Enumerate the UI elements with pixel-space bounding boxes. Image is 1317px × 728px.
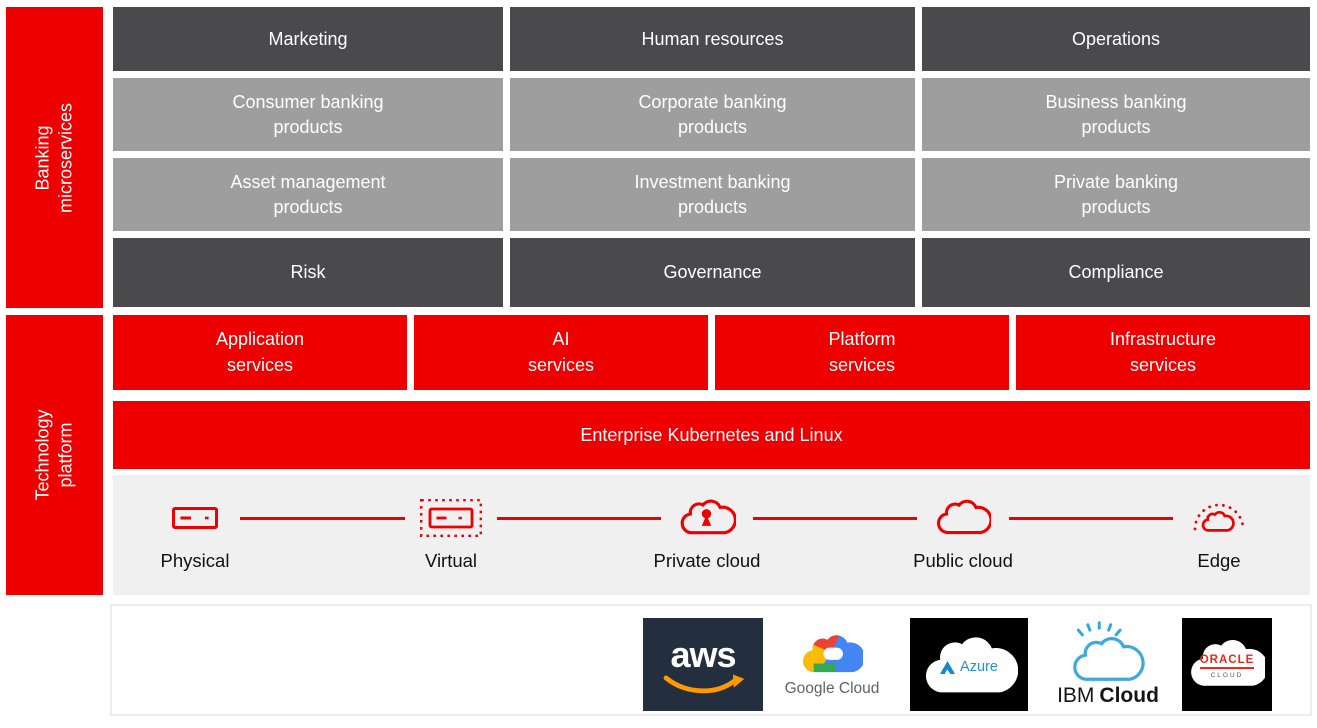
azure-logo: Azure — [910, 618, 1028, 711]
cell-asset-management-products: Asset management products — [113, 158, 503, 231]
cell-consumer-banking-products: Consumer banking products — [113, 78, 503, 151]
footprint-label: Virtual — [424, 550, 478, 571]
connector-line — [1009, 517, 1173, 520]
azure-label: Azure — [960, 659, 998, 675]
public-cloud-icon — [937, 499, 991, 535]
aws-smile-icon — [663, 673, 745, 693]
cell-human-resources: Human resources — [510, 7, 915, 71]
cell-private-banking-products: Private banking products — [922, 158, 1310, 231]
cell-governance: Governance — [510, 238, 915, 307]
banking-sidebar-label: Banking microservices — [32, 102, 76, 213]
oracle-label: ORACLE — [1199, 654, 1255, 669]
box-infrastructure-services: Infrastructure services — [1016, 315, 1310, 390]
cell-operations: Operations — [922, 7, 1310, 71]
cell-investment-banking-products: Investment banking products — [510, 158, 915, 231]
connector-line — [240, 517, 405, 520]
footprint-label: Edge — [1197, 550, 1241, 571]
footprint-edge: Edge — [1144, 491, 1294, 572]
azure-cloud-icon — [925, 637, 1018, 693]
footprint-virtual: Virtual — [376, 491, 526, 572]
technology-sidebar-label: Technology platform — [32, 409, 76, 501]
google-cloud-logo: Google Cloud — [772, 620, 892, 710]
box-application-services: Application services — [113, 315, 407, 390]
kubernetes-linux-bar: Enterprise Kubernetes and Linux — [113, 401, 1310, 469]
footprint-strip: Physical Virtual Private — [113, 475, 1310, 595]
box-ai-services: AI services — [414, 315, 708, 390]
box-platform-services: Platform services — [715, 315, 1009, 390]
google-cloud-label: Google Cloud — [784, 679, 880, 697]
ibm-label-plain: IBM — [1057, 684, 1095, 707]
ibm-cloud-icon — [1073, 621, 1145, 681]
aws-logo: aws — [643, 618, 763, 711]
ibm-label-bold: Cloud — [1099, 684, 1159, 707]
google-cloud-icon — [803, 634, 863, 672]
providers-panel: aws Google — [110, 604, 1312, 716]
services-row: Application services AI services Platfor… — [113, 315, 1310, 390]
banking-grid: Marketing Human resources Operations Con… — [113, 7, 1310, 307]
footprint-private-cloud: Private cloud — [632, 491, 782, 572]
technology-platform-sidebar: Technology platform — [6, 315, 103, 595]
edge-cloud-icon — [1193, 503, 1245, 532]
aws-wordmark: aws — [670, 633, 736, 675]
footprint-label: Private cloud — [653, 550, 761, 571]
private-cloud-icon — [680, 499, 736, 535]
footprint-public-cloud: Public cloud — [888, 491, 1038, 572]
cell-corporate-banking-products: Corporate banking products — [510, 78, 915, 151]
virtual-server-icon — [420, 499, 482, 537]
footprint-label: Public cloud — [913, 550, 1013, 571]
azure-triangle-icon — [940, 660, 956, 674]
oracle-cloud-icon — [1191, 640, 1265, 686]
cell-risk: Risk — [113, 238, 503, 307]
connector-line — [497, 517, 661, 520]
cell-business-banking-products: Business banking products — [922, 78, 1310, 151]
oracle-cloud-logo: ORACLE CLOUD — [1182, 618, 1272, 711]
banking-microservices-sidebar: Banking microservices — [6, 7, 103, 308]
oracle-sub-label: CLOUD — [1210, 672, 1244, 679]
cell-compliance: Compliance — [922, 238, 1310, 307]
physical-server-icon — [172, 507, 218, 529]
cell-marketing: Marketing — [113, 7, 503, 71]
footprint-physical: Physical — [120, 491, 270, 572]
connector-line — [753, 517, 917, 520]
footprint-label: Physical — [160, 550, 230, 571]
